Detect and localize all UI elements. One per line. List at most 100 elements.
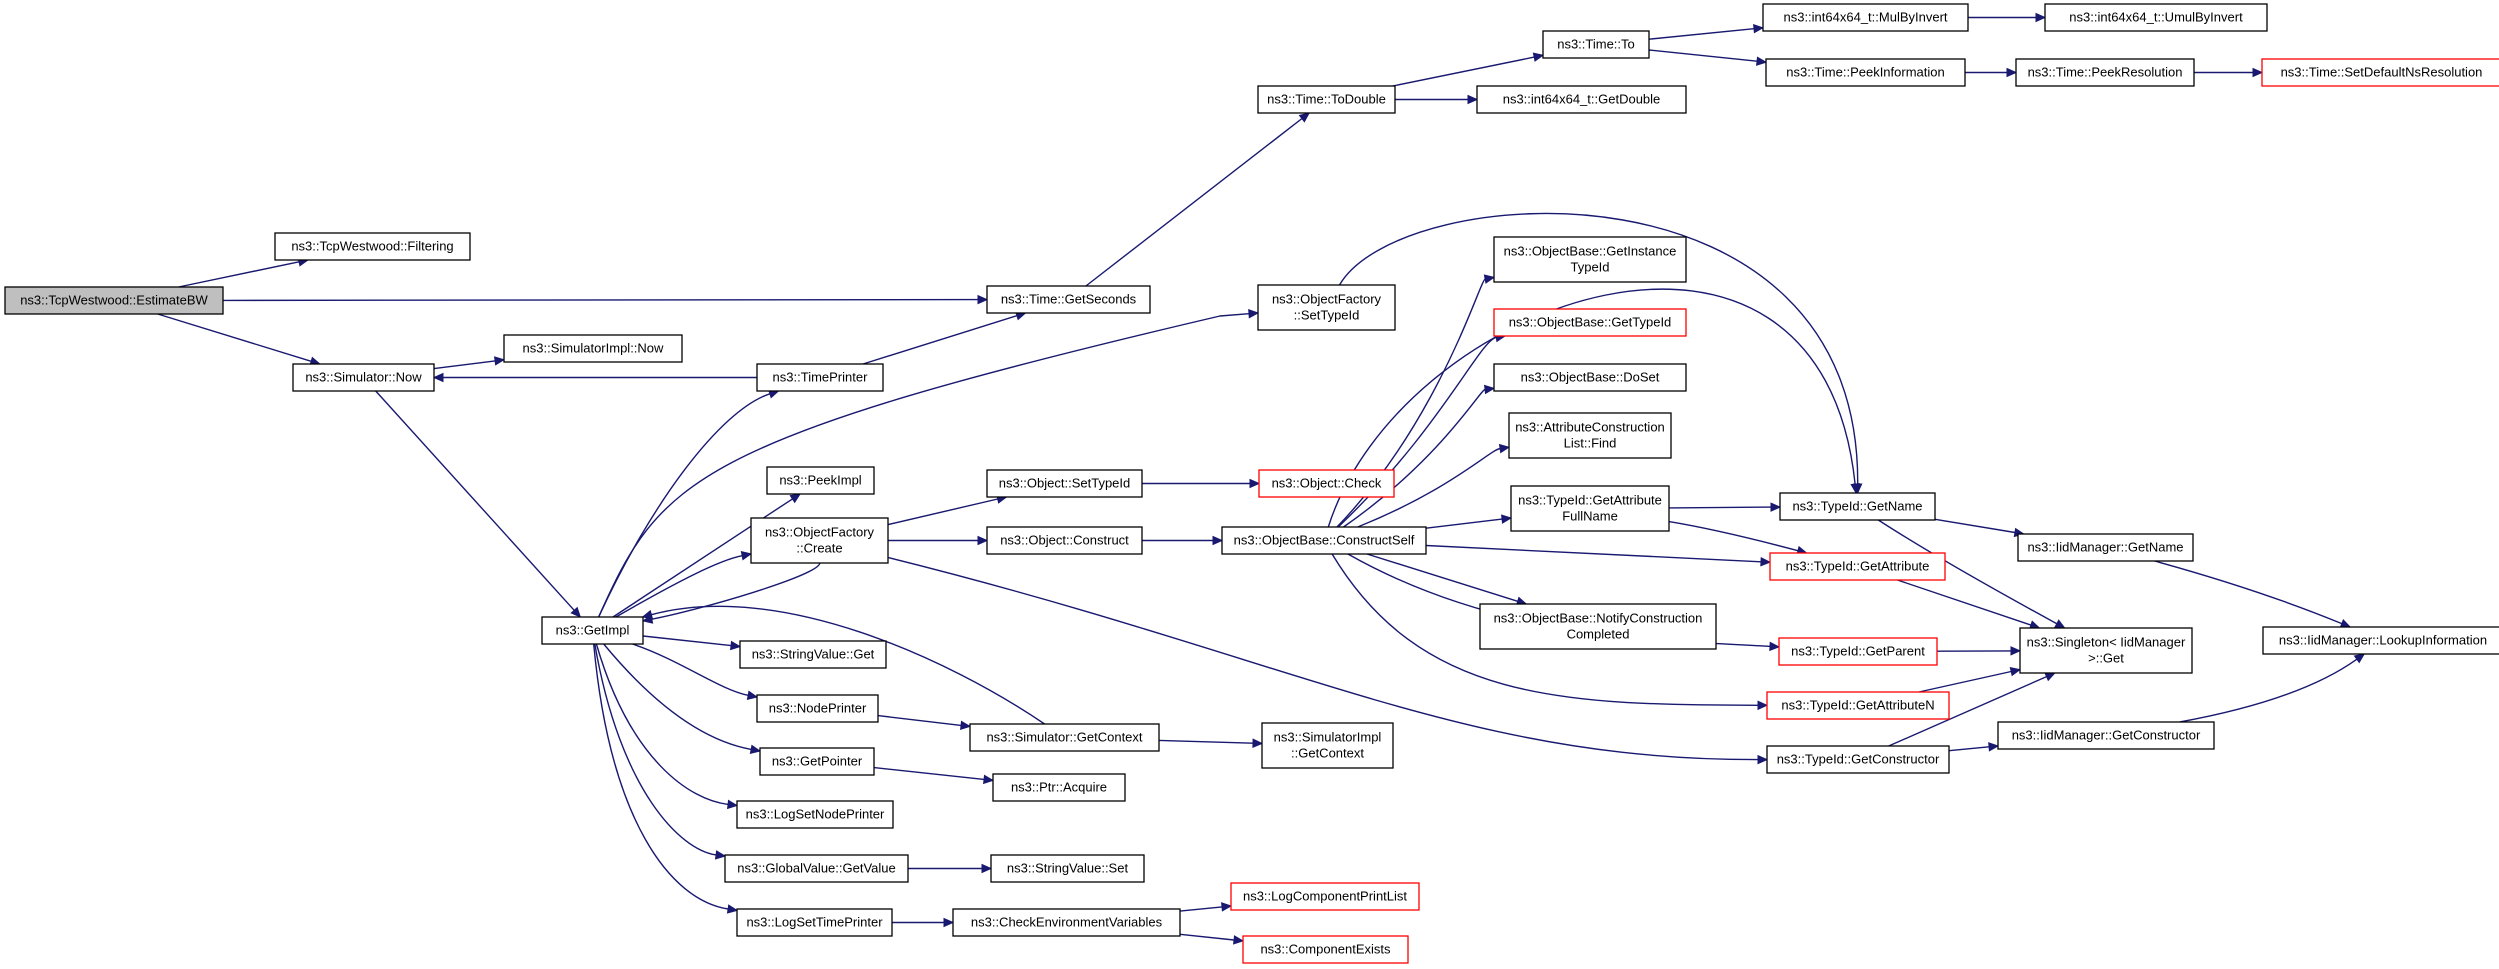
node-box[interactable]: [724, 854, 909, 883]
node-box[interactable]: [1997, 721, 2215, 750]
node-iidgetctor[interactable]: ns3::IidManager::GetConstructor: [1997, 721, 2215, 750]
node-box[interactable]: [1493, 308, 1687, 337]
node-box[interactable]: [739, 640, 887, 669]
node-box[interactable]: [1508, 412, 1672, 459]
node-box[interactable]: [969, 723, 1160, 752]
node-box[interactable]: [1769, 552, 1946, 581]
node-setdefaultns[interactable]: ns3::Time::SetDefaultNsResolution: [2261, 58, 2499, 87]
node-logcomplist[interactable]: ns3::LogComponentPrintList: [1230, 882, 1420, 911]
node-box[interactable]: [992, 773, 1126, 802]
node-singleton[interactable]: ns3::Singleton< IidManager>::Get: [2019, 627, 2193, 674]
node-box[interactable]: [986, 469, 1143, 498]
node-compexists[interactable]: ns3::ComponentExists: [1242, 935, 1409, 964]
node-box[interactable]: [1765, 58, 1966, 87]
node-lognodeprinter[interactable]: ns3::LogSetNodePrinter: [736, 800, 894, 829]
node-box[interactable]: [1242, 935, 1409, 964]
node-todouble[interactable]: ns3::Time::ToDouble: [1257, 85, 1396, 114]
node-box[interactable]: [1779, 492, 1936, 521]
node-svset[interactable]: ns3::StringValue::Set: [990, 854, 1145, 883]
node-box[interactable]: [736, 908, 893, 937]
node-box[interactable]: [2044, 3, 2268, 32]
node-box[interactable]: [1257, 85, 1396, 114]
node-obgettypeid[interactable]: ns3::ObjectBase::GetTypeId: [1493, 308, 1687, 337]
node-box[interactable]: [736, 800, 894, 829]
node-box[interactable]: [1258, 469, 1395, 498]
node-nodeprinter[interactable]: ns3::NodePrinter: [756, 694, 879, 723]
node-box[interactable]: [1479, 603, 1717, 650]
node-simnow[interactable]: ns3::Simulator::Now: [292, 363, 435, 392]
node-ofsettypeid[interactable]: ns3::ObjectFactory::SetTypeId: [1257, 284, 1396, 331]
node-umulbyinvert[interactable]: ns3::int64x64_t::UmulByInvert: [2044, 3, 2268, 32]
node-box[interactable]: [1221, 526, 1427, 555]
node-ofcreate[interactable]: ns3::ObjectFactory::Create: [750, 517, 889, 564]
node-box[interactable]: [274, 232, 471, 261]
node-checkenv[interactable]: ns3::CheckEnvironmentVariables: [952, 908, 1181, 937]
node-svget[interactable]: ns3::StringValue::Get: [739, 640, 887, 669]
node-box[interactable]: [2015, 58, 2195, 87]
node-mulbyinvert[interactable]: ns3::int64x64_t::MulByInvert: [1762, 3, 1969, 32]
node-simimplnow[interactable]: ns3::SimulatorImpl::Now: [503, 334, 683, 363]
node-box[interactable]: [952, 908, 1181, 937]
node-box[interactable]: [1766, 691, 1950, 720]
node-getattribute[interactable]: ns3::TypeId::GetAttribute: [1769, 552, 1946, 581]
node-box[interactable]: [1766, 745, 1950, 774]
node-box[interactable]: [1257, 284, 1396, 331]
node-filtering[interactable]: ns3::TcpWestwood::Filtering: [274, 232, 471, 261]
node-notifyconst[interactable]: ns3::ObjectBase::NotifyConstructionCompl…: [1479, 603, 1717, 650]
node-getdouble[interactable]: ns3::int64x64_t::GetDouble: [1476, 85, 1687, 114]
node-box[interactable]: [756, 363, 884, 392]
node-objcheck[interactable]: ns3::Object::Check: [1258, 469, 1395, 498]
node-iidgetname[interactable]: ns3::IidManager::GetName: [2017, 533, 2194, 562]
node-simgetctx[interactable]: ns3::Simulator::GetContext: [969, 723, 1160, 752]
node-box[interactable]: [1230, 882, 1420, 911]
node-box[interactable]: [766, 466, 875, 495]
node-box[interactable]: [986, 285, 1151, 314]
node-getseconds[interactable]: ns3::Time::GetSeconds: [986, 285, 1151, 314]
node-box[interactable]: [292, 363, 435, 392]
node-getparent[interactable]: ns3::TypeId::GetParent: [1778, 637, 1938, 666]
node-tidgetctor[interactable]: ns3::TypeId::GetConstructor: [1766, 745, 1950, 774]
node-gvgetvalue[interactable]: ns3::GlobalValue::GetValue: [724, 854, 909, 883]
node-box[interactable]: [756, 694, 879, 723]
node-simimplgetctx[interactable]: ns3::SimulatorImpl::GetContext: [1261, 722, 1394, 769]
node-box[interactable]: [1542, 30, 1650, 59]
node-doset[interactable]: ns3::ObjectBase::DoSet: [1493, 363, 1687, 392]
node-box[interactable]: [1778, 637, 1938, 666]
node-box[interactable]: [1261, 722, 1394, 769]
node-box[interactable]: [1493, 363, 1687, 392]
node-timeto[interactable]: ns3::Time::To: [1542, 30, 1650, 59]
node-getattributen[interactable]: ns3::TypeId::GetAttributeN: [1766, 691, 1950, 720]
node-estimatebw[interactable]: ns3::TcpWestwood::EstimateBW: [4, 286, 224, 315]
node-box[interactable]: [2019, 627, 2193, 674]
node-getpointer[interactable]: ns3::GetPointer: [759, 747, 875, 776]
node-box[interactable]: [759, 747, 875, 776]
node-objsettypeid[interactable]: ns3::Object::SetTypeId: [986, 469, 1143, 498]
node-box[interactable]: [541, 616, 644, 645]
node-constructself[interactable]: ns3::ObjectBase::ConstructSelf: [1221, 526, 1427, 555]
node-getimpl[interactable]: ns3::GetImpl: [541, 616, 644, 645]
node-box[interactable]: [503, 334, 683, 363]
node-box[interactable]: [2262, 626, 2499, 655]
node-timeprinter[interactable]: ns3::TimePrinter: [756, 363, 884, 392]
node-box[interactable]: [1762, 3, 1969, 32]
node-box[interactable]: [986, 526, 1143, 555]
node-ptracquire[interactable]: ns3::Ptr::Acquire: [992, 773, 1126, 802]
node-peekres[interactable]: ns3::Time::PeekResolution: [2015, 58, 2195, 87]
node-box[interactable]: [750, 517, 889, 564]
node-box[interactable]: [2017, 533, 2194, 562]
node-box[interactable]: [990, 854, 1145, 883]
node-box[interactable]: [1476, 85, 1687, 114]
node-objconstruct[interactable]: ns3::Object::Construct: [986, 526, 1143, 555]
node-lookupinfo[interactable]: ns3::IidManager::LookupInformation: [2262, 626, 2499, 655]
node-box[interactable]: [1510, 485, 1670, 532]
node-peekimpl[interactable]: ns3::PeekImpl: [766, 466, 875, 495]
node-box[interactable]: [2261, 58, 2499, 87]
node-peekinfo[interactable]: ns3::Time::PeekInformation: [1765, 58, 1966, 87]
node-box[interactable]: [4, 286, 224, 315]
node-logtimeprinter[interactable]: ns3::LogSetTimePrinter: [736, 908, 893, 937]
node-box[interactable]: [1493, 236, 1687, 283]
node-tidgetname[interactable]: ns3::TypeId::GetName: [1779, 492, 1936, 521]
